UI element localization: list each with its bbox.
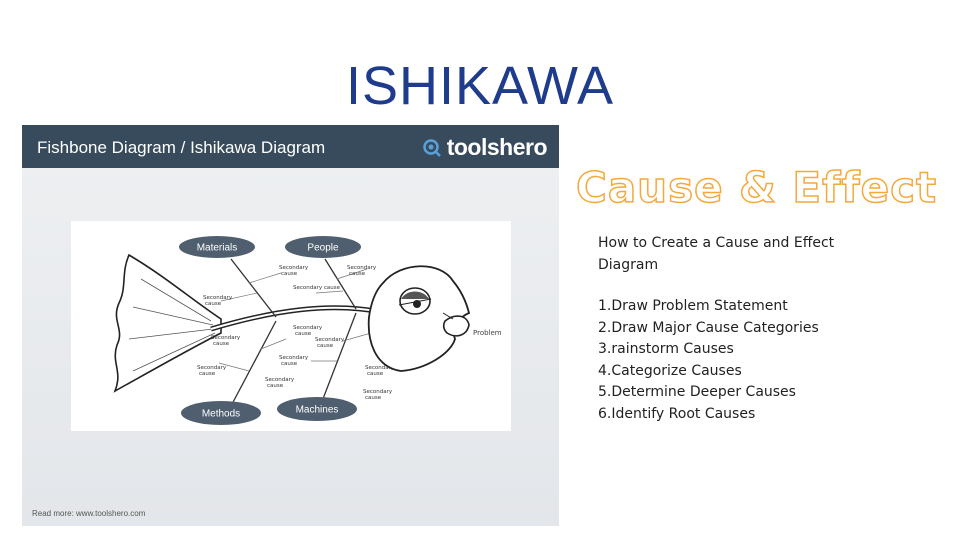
toolshero-logo: toolshero (422, 134, 548, 161)
tail-fin (113, 253, 222, 393)
spine-inner (210, 306, 387, 330)
step-item: 3.rainstorm Causes (598, 341, 734, 358)
svg-text:Secondary: Secondary (315, 337, 345, 343)
svg-text:cause: cause (317, 343, 334, 349)
category-label: Materials (197, 243, 238, 254)
bone-materials (230, 258, 277, 318)
step-item: 4.Categorize Causes (598, 362, 742, 379)
bone-machines (320, 312, 357, 405)
step-item: 1.Draw Problem Statement (598, 298, 788, 314)
svg-text:cause: cause (267, 383, 284, 389)
svg-text:cause: cause (281, 271, 298, 277)
category-materials: Materials (179, 236, 255, 258)
category-label: Machines (296, 405, 339, 416)
step-item: 2.Draw Major Cause Categories (598, 319, 819, 336)
step-item: 5.Determine Deeper Causes (598, 384, 796, 401)
fish-head (367, 265, 471, 372)
svg-text:Secondary: Secondary (279, 355, 309, 361)
bone-methods (230, 320, 277, 407)
svg-text:cause: cause (349, 271, 366, 277)
brand-name: toolshero (446, 134, 548, 160)
svg-text:cause: cause (199, 371, 216, 377)
svg-text:cause: cause (295, 331, 312, 337)
svg-text:Secondary: Secondary (365, 365, 395, 371)
problem-label: Problem (473, 329, 502, 337)
svg-text:Secondary cause: Secondary cause (293, 285, 341, 291)
slide-title: ISHIKAWA (345, 56, 615, 116)
category-people: People (285, 236, 361, 258)
svg-text:cause: cause (365, 395, 382, 401)
secondary-label: Secondary (279, 265, 309, 271)
category-methods: Methods (181, 401, 261, 425)
svg-text:Secondary: Secondary (363, 389, 393, 395)
cause-effect-heading: Cause & Effect (575, 162, 938, 213)
fish-eye (398, 287, 432, 315)
figure-header: Fishbone Diagram / Ishikawa Diagram tool… (22, 125, 559, 168)
tail-rays (128, 278, 216, 372)
bone-people (324, 258, 357, 310)
svg-text:Secondary: Secondary (197, 365, 227, 371)
steps-list: 1.Draw Problem Statement 2.Draw Major Ca… (598, 296, 819, 426)
svg-text:Secondary: Secondary (347, 265, 377, 271)
svg-text:cause: cause (367, 371, 384, 377)
svg-text:Secondary: Secondary (293, 325, 323, 331)
svg-text:Secondary: Secondary (203, 295, 233, 301)
step-item: 6.Identify Root Causes (598, 405, 756, 422)
category-label: People (307, 243, 339, 254)
category-machines: Machines (277, 397, 357, 421)
svg-text:Secondary: Secondary (265, 377, 295, 383)
fish-lips (442, 315, 470, 337)
svg-text:cause: cause (281, 361, 298, 367)
svg-text:Secondary: Secondary (211, 335, 241, 341)
figure-footer[interactable]: Read more: www.toolshero.com (32, 509, 146, 518)
figure-header-title: Fishbone Diagram / Ishikawa Diagram (37, 138, 326, 157)
how-to-subheading: How to Create a Cause and Effect Diagram (598, 235, 835, 273)
svg-text:cause: cause (213, 341, 230, 347)
category-label: Methods (202, 409, 240, 420)
magnifier-logo-icon (422, 138, 441, 157)
fishbone-figure: Fishbone Diagram / Ishikawa Diagram tool… (22, 125, 559, 526)
svg-text:cause: cause (205, 301, 222, 307)
